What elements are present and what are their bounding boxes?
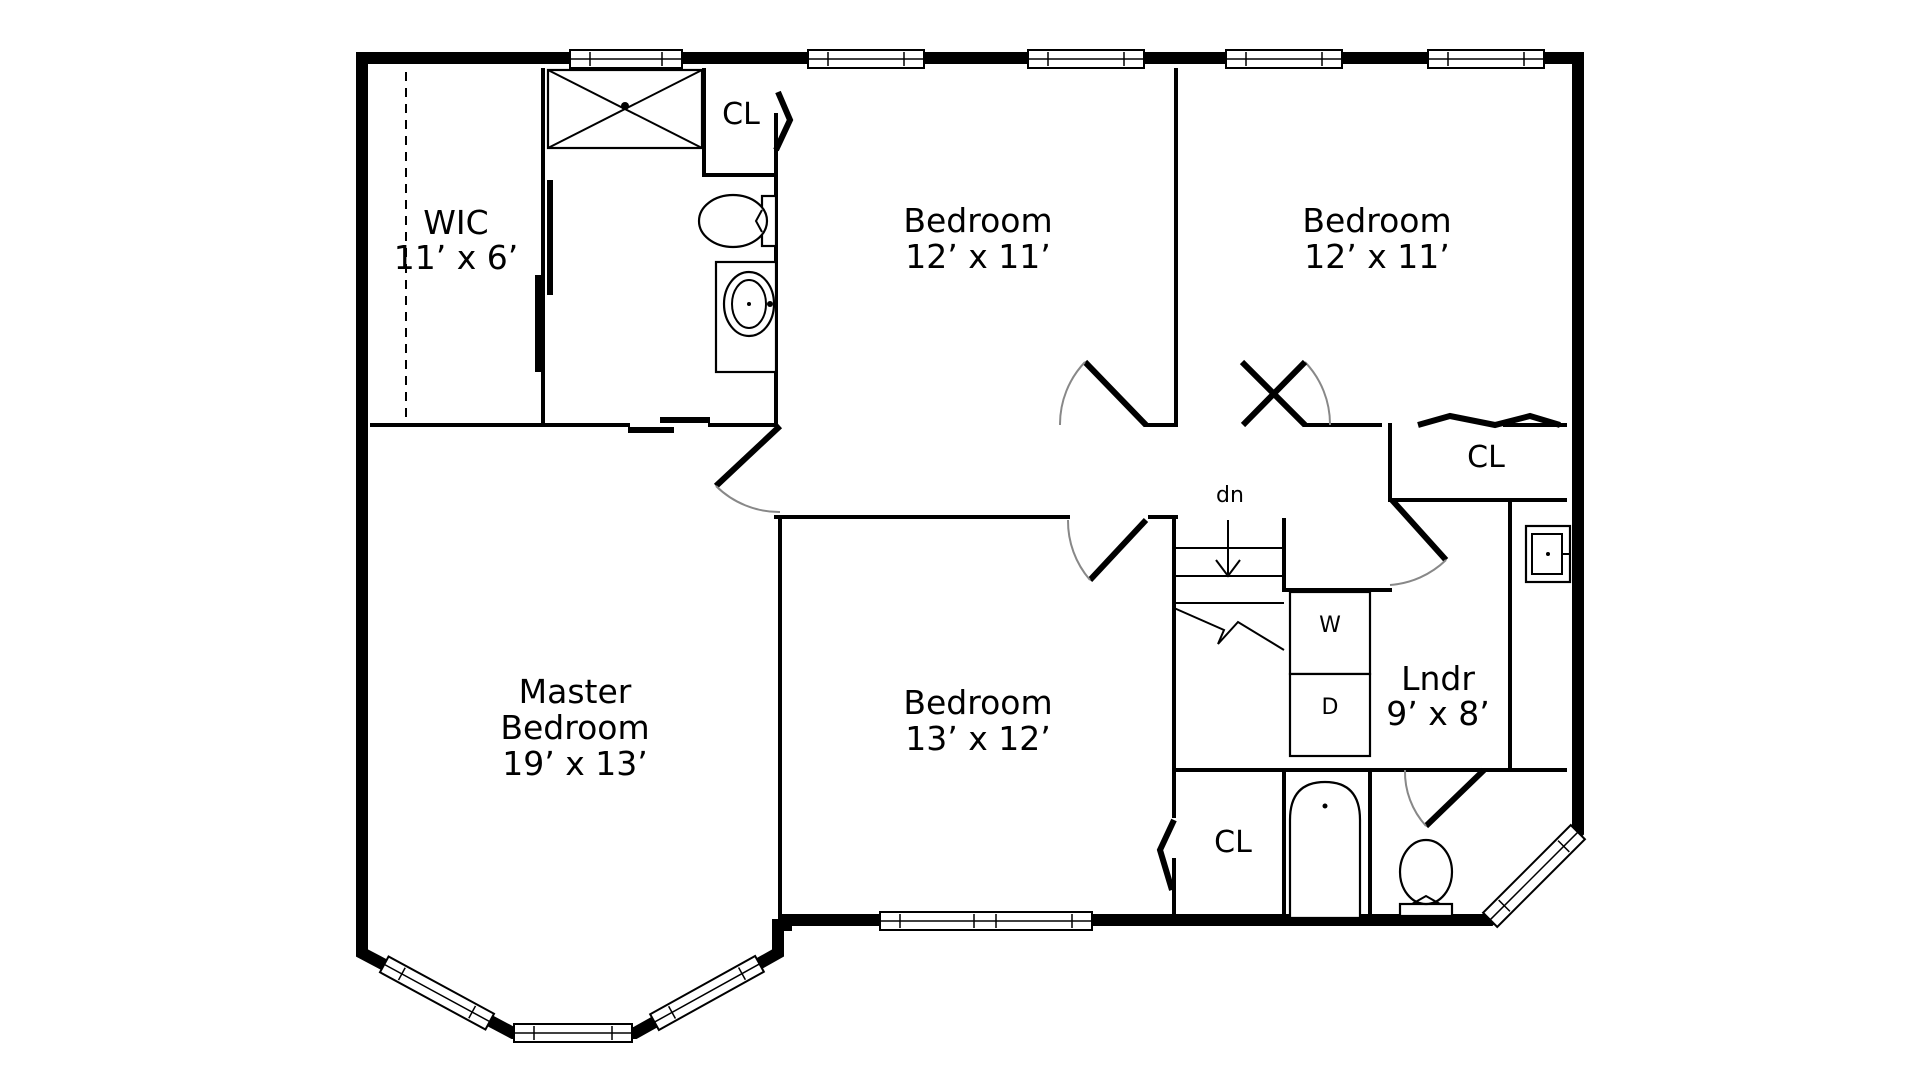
bedroom-1-name: Bedroom (903, 201, 1052, 240)
interior-walls (370, 68, 1567, 922)
stairs-direction: dn (1216, 483, 1244, 508)
window-top-4 (1225, 49, 1343, 69)
door-bedroom-3 (1066, 517, 1149, 583)
wic-name: WIC (423, 203, 488, 242)
window-top-3 (1027, 49, 1145, 69)
master-size: 19’ x 13’ (502, 744, 647, 783)
bathtub (1288, 780, 1362, 920)
bedroom-2-name: Bedroom (1302, 201, 1451, 240)
door-bedroom-1 (1058, 359, 1149, 428)
window-top-2 (807, 49, 925, 69)
toilet-top (697, 193, 778, 249)
washer-label: W (1319, 613, 1341, 638)
door-closet-right (1417, 412, 1561, 429)
toilet-lower (1398, 838, 1454, 918)
window-bay-center (513, 1023, 633, 1043)
master-name-1: Master (519, 672, 632, 711)
window-bottom (879, 911, 1093, 931)
doors (535, 90, 1561, 891)
closet-right-label: CL (1467, 440, 1505, 475)
bedroom-3-size: 13’ x 12’ (905, 719, 1050, 758)
door-bedroom-2 (1239, 359, 1332, 428)
master-name-2: Bedroom (500, 708, 649, 747)
window-bay-left (378, 955, 496, 1031)
window-bay-right (648, 954, 766, 1032)
closet-top-label: CL (722, 97, 760, 132)
wic-size: 11’ x 6’ (394, 238, 518, 277)
stairs (1173, 520, 1285, 651)
laundry-name: Lndr (1401, 659, 1475, 698)
laundry-sink (1524, 524, 1572, 584)
door-closet-top (773, 90, 794, 152)
door-master (713, 423, 783, 514)
room-labels: WIC 11’ x 6’ CL Bedroom 12’ x 11’ Bedroo… (394, 97, 1505, 860)
bedroom-2-size: 12’ x 11’ (1304, 237, 1449, 276)
door-closet-bottom (1156, 818, 1177, 891)
dryer-label: D (1322, 695, 1339, 720)
bedroom-1-size: 12’ x 11’ (905, 237, 1050, 276)
window-corner-right (1481, 823, 1587, 929)
bedroom-3-name: Bedroom (903, 683, 1052, 722)
windows (378, 49, 1587, 1043)
window-top-1 (569, 49, 683, 69)
closet-bottom-label: CL (1214, 825, 1252, 860)
laundry-size: 9’ x 8’ (1386, 694, 1489, 733)
door-laundry (1389, 497, 1449, 586)
fixtures (405, 68, 1572, 920)
sink-top (714, 260, 778, 374)
door-bath-sliding (628, 417, 710, 433)
door-toilet (1403, 767, 1487, 829)
window-top-5 (1427, 49, 1545, 69)
door-wic-sliding (535, 180, 553, 372)
shower (546, 68, 704, 150)
washer-dryer (1288, 590, 1372, 758)
